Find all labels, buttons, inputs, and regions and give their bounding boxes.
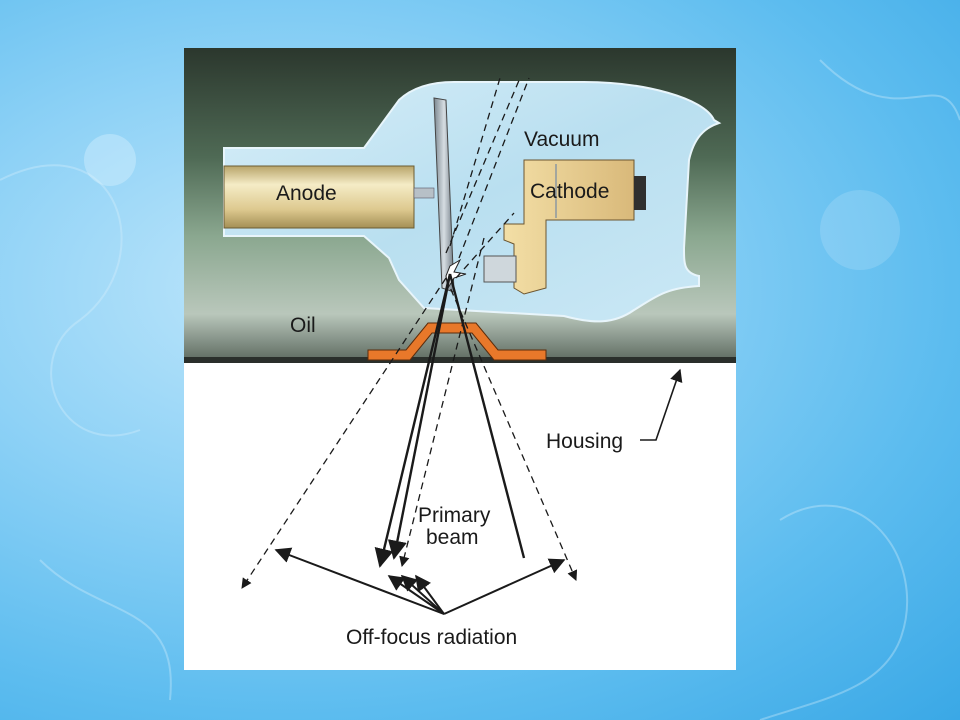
vacuum-label: Vacuum: [524, 128, 599, 151]
oil-label: Oil: [290, 314, 316, 337]
cathode-label: Cathode: [530, 180, 609, 203]
filament-cup: [483, 255, 517, 283]
off-focus-label: Off-focus radiation: [346, 626, 517, 649]
anode-label: Anode: [276, 182, 337, 205]
primary-beam-label-line1: Primary: [418, 504, 491, 527]
housing-label: Housing: [546, 430, 623, 453]
xray-tube-diagram: Anode Cathode Vacuum Oil Housing Primary…: [184, 48, 736, 670]
glass-envelope: [223, 81, 722, 323]
anode-stem: [413, 187, 435, 199]
off-focus-rays: [241, 77, 578, 589]
off-focus-pointers: [274, 547, 566, 615]
housing-pointer: [640, 368, 683, 441]
oil-window: [367, 322, 547, 361]
anode-body: [223, 165, 415, 229]
primary-beam-rays: [374, 273, 526, 568]
primary-beam-label-line2: beam: [426, 526, 479, 549]
housing-wall: [184, 357, 736, 363]
cathode-connector: [634, 176, 646, 210]
